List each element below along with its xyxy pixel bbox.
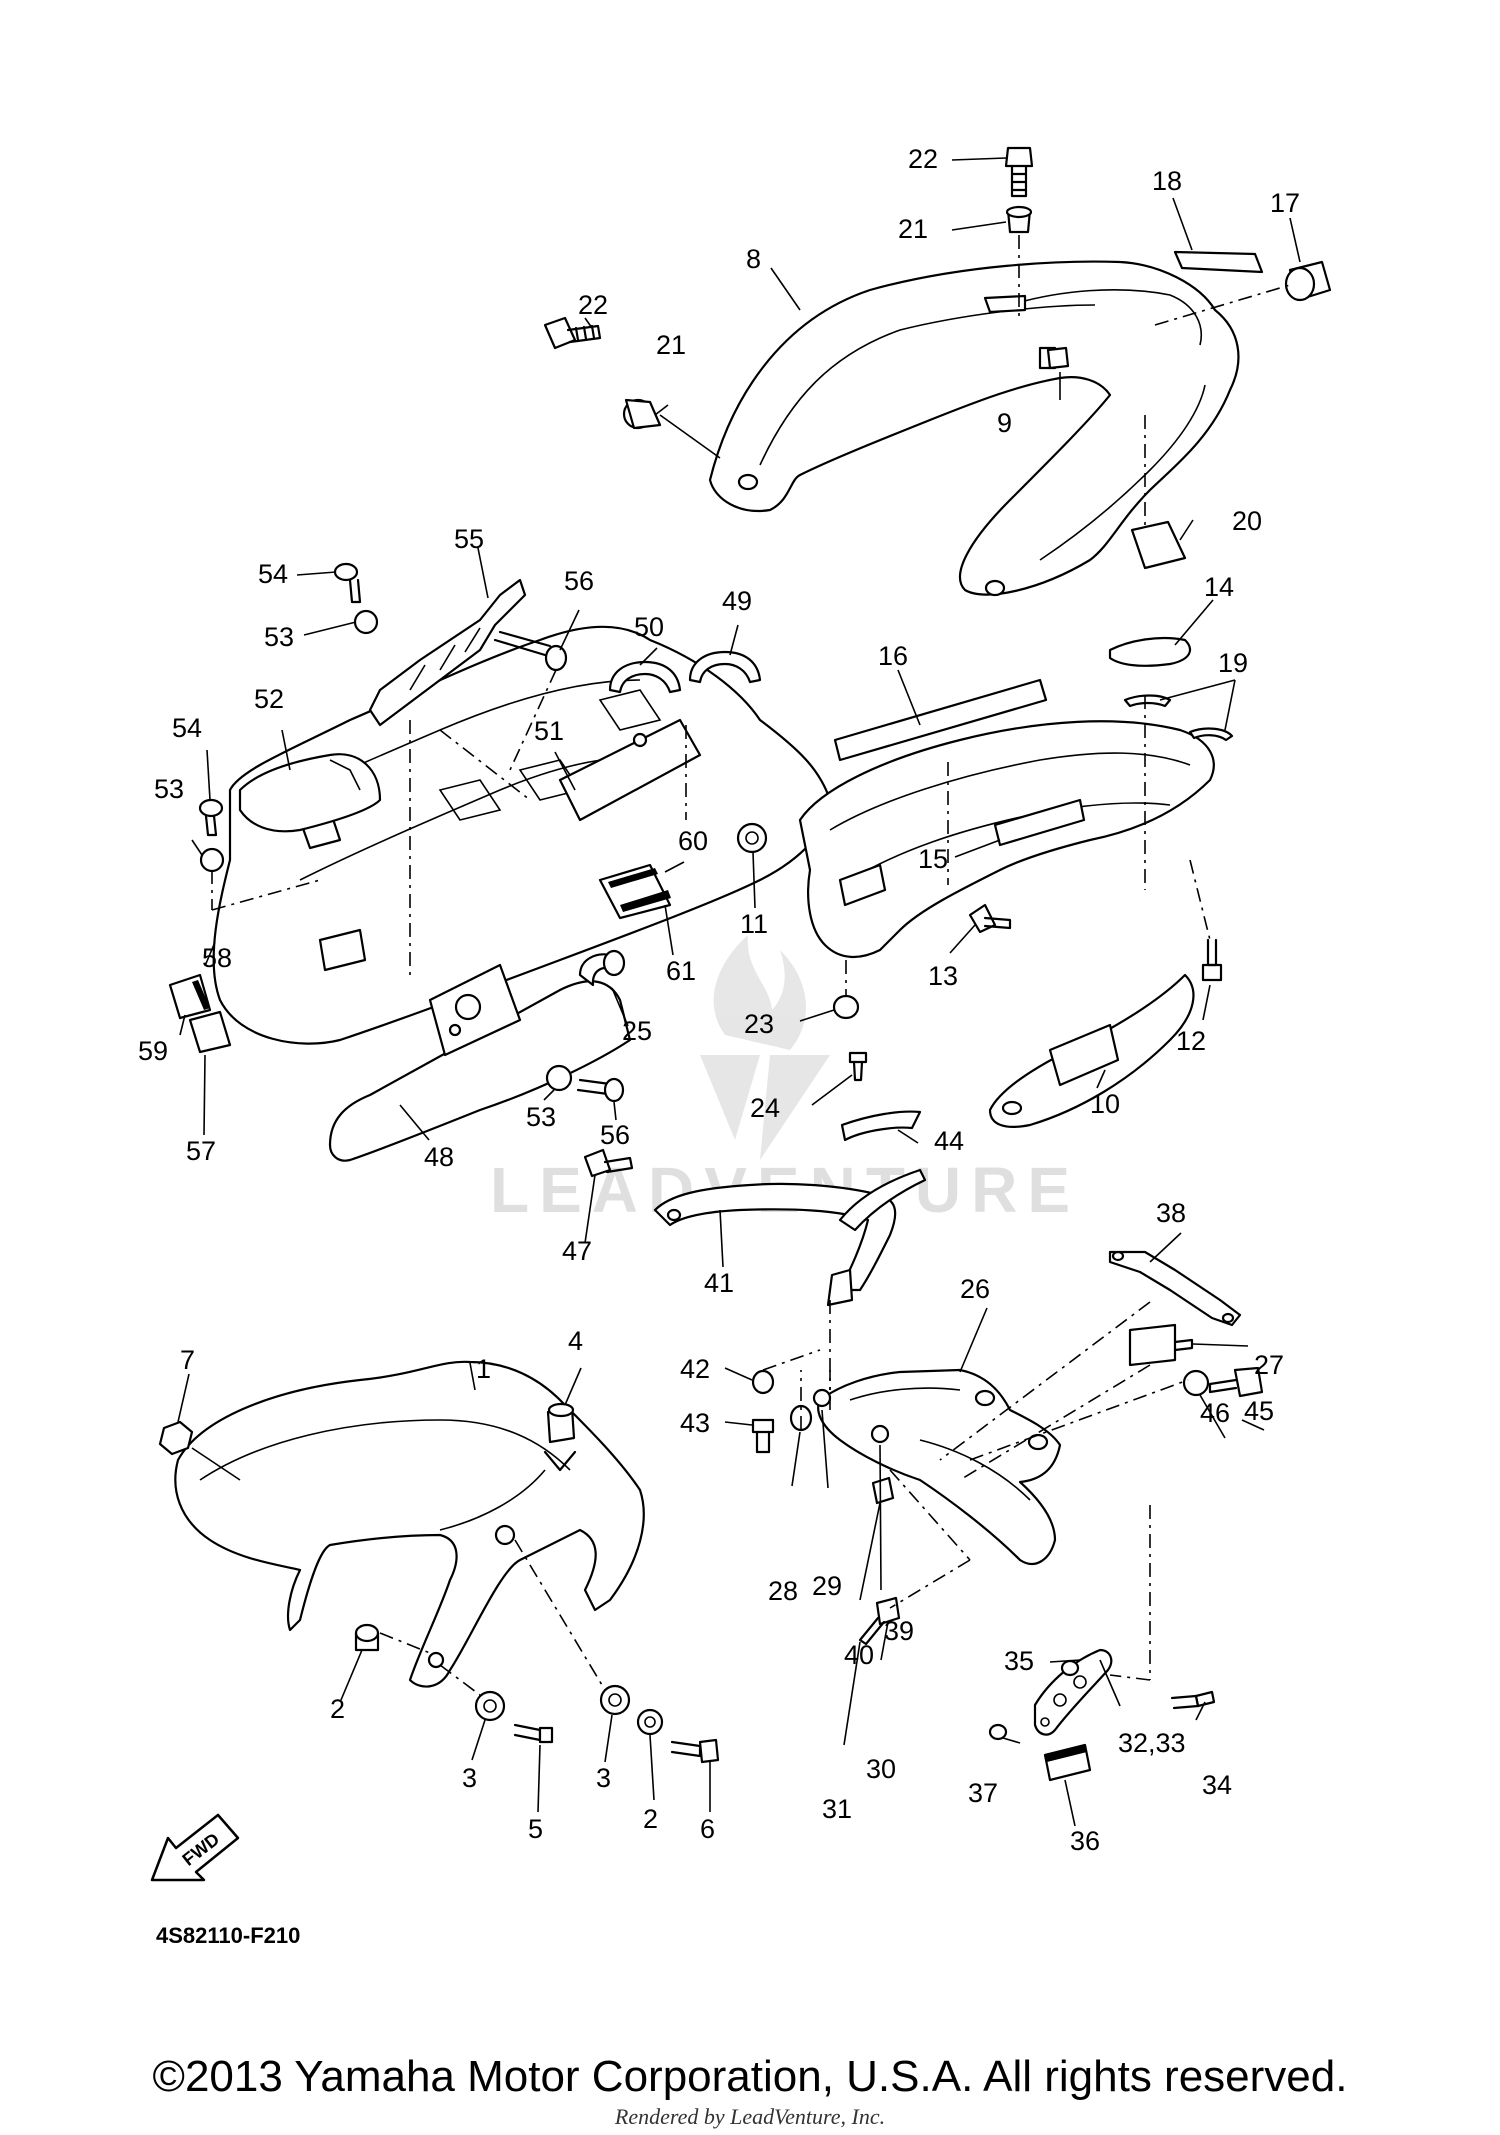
drawing-code: 4S82110-F210 (156, 1923, 300, 1948)
callout-45: 45 (1244, 1396, 1274, 1426)
rear-cowl-leaders (752, 599, 1236, 1106)
tail-bracket-leaders (584, 1129, 919, 1390)
callout-11: 11 (740, 909, 768, 939)
callout-6: 6 (700, 1814, 715, 1844)
callout-40: 40 (844, 1640, 874, 1670)
callout-21a: 21 (898, 214, 928, 244)
callout-43: 43 (680, 1408, 710, 1438)
callout-54b: 54 (172, 713, 202, 743)
callout-4: 4 (568, 1326, 583, 1356)
callout-57: 57 (186, 1136, 216, 1166)
callout-61: 61 (666, 956, 696, 986)
license-bracket-assembly (751, 1250, 1264, 1782)
callout-38: 38 (1156, 1198, 1186, 1228)
callout-49: 49 (722, 586, 752, 616)
callout-60: 60 (678, 826, 708, 856)
callout-52: 52 (254, 684, 284, 714)
callout-41: 41 (704, 1268, 734, 1298)
callout-35: 35 (1004, 1646, 1034, 1676)
callout-9: 9 (997, 408, 1012, 438)
callout-29: 29 (812, 1571, 842, 1601)
callout-59: 59 (138, 1036, 168, 1066)
callout-55: 55 (454, 524, 484, 554)
callout-14: 14 (1204, 572, 1234, 602)
copyright-notice: ©2013 Yamaha Motor Corporation, U.S.A. A… (152, 2052, 1348, 2101)
grab-bar-assembly (543, 146, 1332, 597)
inner-fender-assembly (168, 562, 832, 1162)
callout-18: 18 (1152, 166, 1182, 196)
callout-13: 13 (928, 961, 958, 991)
callout-7: 7 (180, 1345, 195, 1375)
callout-32-33: 32,33 (1118, 1728, 1186, 1758)
callout-56b: 56 (600, 1120, 630, 1150)
callout-42: 42 (680, 1354, 710, 1384)
callout-5: 5 (528, 1814, 543, 1844)
callout-34: 34 (1202, 1770, 1232, 1800)
front-fender-leaders (177, 1362, 711, 1813)
callout-2b: 2 (643, 1804, 658, 1834)
callout-53a: 53 (264, 622, 294, 652)
callout-3a: 3 (462, 1763, 477, 1793)
callout-24: 24 (750, 1093, 780, 1123)
callout-27: 27 (1254, 1350, 1284, 1380)
callout-39: 39 (884, 1616, 914, 1646)
callout-47: 47 (562, 1236, 592, 1266)
callout-20: 20 (1232, 506, 1262, 536)
callout-labels: 1 2 3 3 2 4 5 6 7 8 9 10 11 12 13 14 15 … (138, 144, 1300, 1856)
rendered-by-credit: Rendered by LeadVenture, Inc. (614, 2104, 886, 2129)
callout-51: 51 (534, 716, 564, 746)
tail-bracket-assembly (583, 1110, 927, 1307)
fwd-arrow-icon: FWD (150, 1813, 240, 1882)
callout-16: 16 (878, 641, 908, 671)
callout-28: 28 (768, 1576, 798, 1606)
callout-30: 30 (866, 1754, 896, 1784)
callout-23: 23 (744, 1009, 774, 1039)
callout-8: 8 (746, 244, 761, 274)
callout-54a: 54 (258, 559, 288, 589)
callout-26: 26 (960, 1274, 990, 1304)
grab-bar-leaders (584, 157, 1301, 541)
callout-19: 19 (1218, 648, 1248, 678)
callout-22b: 22 (578, 290, 608, 320)
front-fender-assembly (158, 1360, 720, 1764)
callout-10: 10 (1090, 1089, 1120, 1119)
callout-31: 31 (822, 1794, 852, 1824)
callout-37: 37 (968, 1778, 998, 1808)
callout-25: 25 (622, 1016, 652, 1046)
inner-fender-leaders (179, 547, 739, 1141)
callout-15: 15 (918, 844, 948, 874)
callout-50: 50 (634, 612, 664, 642)
callout-3b: 3 (596, 1763, 611, 1793)
callout-22a: 22 (908, 144, 938, 174)
callout-12: 12 (1176, 1026, 1206, 1056)
callout-1: 1 (476, 1354, 491, 1384)
callout-58: 58 (202, 943, 232, 973)
rear-cowl-assembly (736, 636, 1234, 1128)
callout-56a: 56 (564, 566, 594, 596)
callout-53c: 53 (526, 1102, 556, 1132)
callout-21b: 21 (656, 330, 686, 360)
callout-36: 36 (1070, 1826, 1100, 1856)
callout-2a: 2 (330, 1694, 345, 1724)
callout-17: 17 (1270, 188, 1300, 218)
callout-48: 48 (424, 1142, 454, 1172)
callout-53b: 53 (154, 774, 184, 804)
license-bracket-leaders (724, 1232, 1265, 1827)
callout-46: 46 (1200, 1398, 1230, 1428)
callout-44: 44 (934, 1126, 964, 1156)
leadventure-watermark: LEADVENTURE (490, 935, 1070, 1226)
